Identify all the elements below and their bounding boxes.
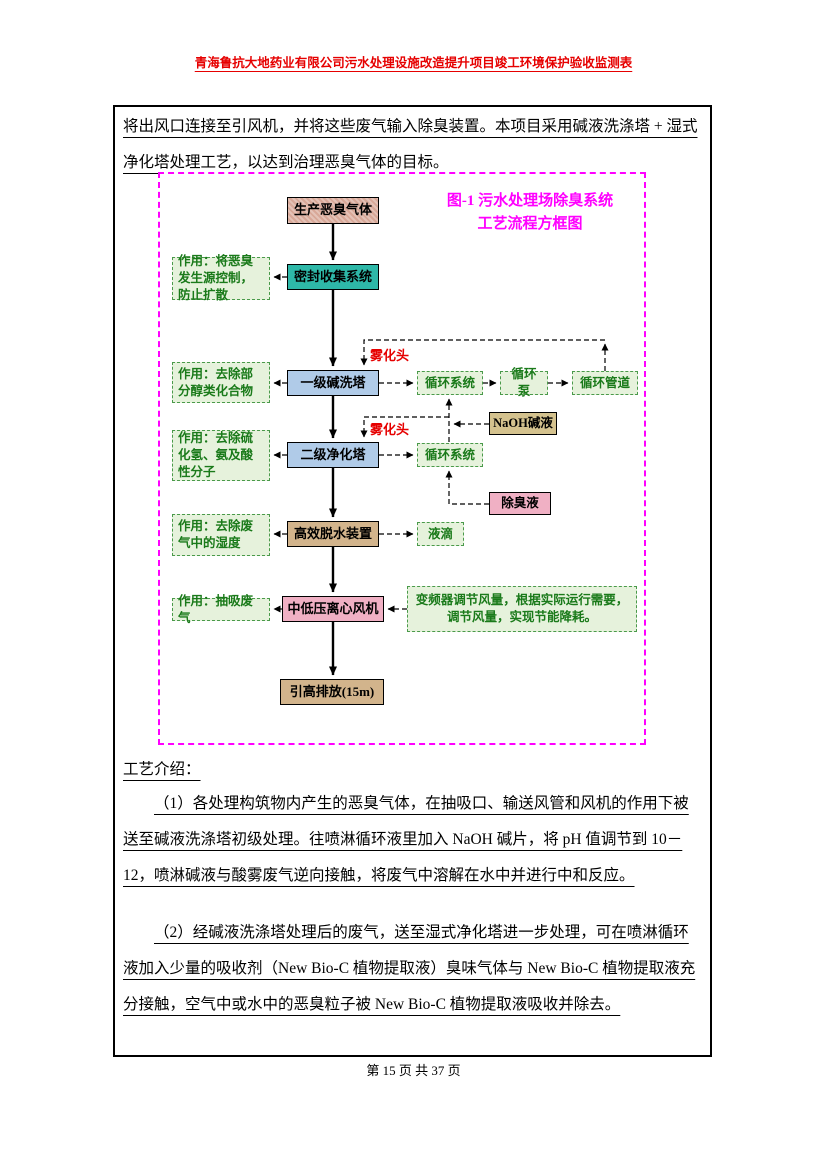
dashed-connector-arrows [273, 273, 609, 613]
process-intro-label: 工艺介绍： [123, 761, 201, 778]
flow-box-sealed-collection-system: 密封收集系统 [287, 264, 379, 290]
spray-nozzle-label-1: 雾化头 [370, 348, 410, 363]
process-para-2: （2）经碱液洗涤塔处理后的废气，送至湿式净化塔进一步处理，可在喷淋循环液加入少量… [123, 924, 696, 1013]
figure-title-line2: 工艺流程方框图 [477, 216, 583, 232]
note-box-h2s-removal: 作用：去除硫化氢、氨及酸性分子 [172, 430, 270, 481]
flow-box-secondary-purification-tower: 二级净化塔 [287, 442, 379, 468]
figure-title: 图-1 污水处理场除臭系统 工艺流程方框图 [428, 190, 632, 236]
intro-paragraph: 将出风口连接至引风机，并将这些废气输入除臭装置。本项目采用碱液洗涤塔 + 湿式净… [123, 118, 698, 171]
flow-box-dewatering-unit: 高效脱水装置 [287, 521, 379, 547]
flow-box-primary-alkali-scrubber: 一级碱洗塔 [287, 370, 379, 396]
content-cell: 将出风口连接至引风机，并将这些废气输入除臭装置。本项目采用碱液洗涤塔 + 湿式净… [113, 105, 712, 1057]
flow-box-centrifugal-fan: 中低压离心风机 [282, 596, 384, 622]
document-header-title: 青海鲁抗大地药业有限公司污水处理设施改造提升项目竣工环境保护验收监测表 [194, 56, 633, 70]
box-circulation-system-2: 循环系统 [417, 443, 483, 467]
figure-title-line1: 图-1 污水处理场除臭系统 [446, 193, 614, 209]
note-box-vfd-control: 变频器调节风量，根据实际运行需要，调节风量，实现节能降耗。 [407, 586, 637, 632]
box-deodorant-liquid: 除臭液 [489, 492, 551, 515]
box-circulation-system-1: 循环系统 [417, 371, 483, 395]
flow-box-elevated-discharge: 引高排放(15m) [280, 679, 384, 705]
note-box-seal-function: 作用：将恶臭发生源控制，防止扩散 [172, 254, 270, 302]
flowchart-figure: 图-1 污水处理场除臭系统 工艺流程方框图 生产恶臭气体 密封收集系统 一级碱洗… [158, 172, 646, 745]
box-circulation-pump: 循环泵 [500, 367, 548, 398]
process-para-1: （1）各处理构筑物内产生的恶臭气体，在抽吸口、输送风管和风机的作用下被送至碱液洗… [123, 795, 689, 884]
page-footer: 第 15 页 共 37 页 [366, 1063, 461, 1078]
note-box-alcohol-removal: 作用：去除部分醇类化合物 [172, 362, 270, 403]
box-liquid-droplet: 液滴 [417, 522, 464, 546]
flow-box-production-odor-gas: 生产恶臭气体 [287, 197, 379, 224]
note-box-suction-function: 作用：抽吸废气 [172, 594, 270, 625]
box-circulation-pipe: 循环管道 [572, 371, 638, 395]
spray-nozzle-label-2: 雾化头 [370, 422, 410, 437]
note-box-moisture-removal: 作用：去除废气中的湿度 [172, 514, 270, 556]
box-naoh-alkali: NaOH碱液 [489, 412, 557, 435]
flowchart-arrows [273, 224, 609, 676]
